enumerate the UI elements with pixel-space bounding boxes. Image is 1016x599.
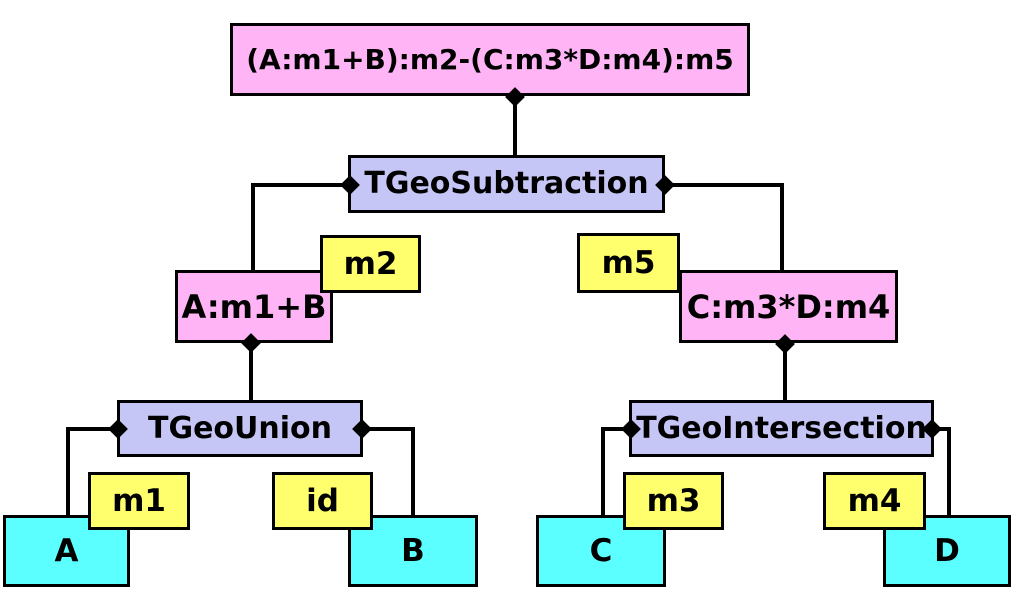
connector-subtraction-left-vertical	[251, 183, 255, 275]
connector-subtraction-left-horizontal	[251, 183, 352, 187]
connector-subtraction-right-vertical	[780, 183, 784, 275]
connector-union-right-vertical	[411, 427, 415, 519]
node-tgeo-union: TGeoUnion	[117, 400, 363, 457]
node-matrix-m1: m1	[88, 472, 190, 530]
node-expression-intersection: C:m3*D:m4	[679, 270, 898, 343]
node-matrix-m3: m3	[623, 472, 724, 530]
connector-unionexpr-to-union	[249, 341, 253, 404]
node-tgeo-intersection: TGeoIntersection	[629, 400, 934, 457]
node-matrix-id: id	[272, 472, 373, 530]
node-expression-union: A:m1+B	[175, 270, 333, 343]
node-composite-expression: (A:m1+B):m2-(C:m3*D:m4):m5	[230, 23, 750, 96]
connector-union-left-vertical	[66, 427, 70, 519]
connector-union-left-horizontal	[66, 427, 122, 431]
node-matrix-m2: m2	[320, 235, 421, 293]
connector-union-right-horizontal	[360, 427, 415, 431]
node-tgeo-subtraction: TGeoSubtraction	[348, 155, 665, 213]
connector-subtraction-right-horizontal	[663, 183, 784, 187]
connector-intersection-left-vertical	[601, 427, 605, 519]
node-matrix-m5: m5	[577, 233, 680, 293]
node-matrix-m4: m4	[823, 472, 926, 530]
connector-intersection-right-vertical	[947, 427, 951, 519]
connector-root-to-subtraction	[513, 94, 517, 160]
connector-intersection-left-horizontal	[601, 427, 635, 431]
connector-interexpr-to-intersection	[783, 341, 787, 404]
